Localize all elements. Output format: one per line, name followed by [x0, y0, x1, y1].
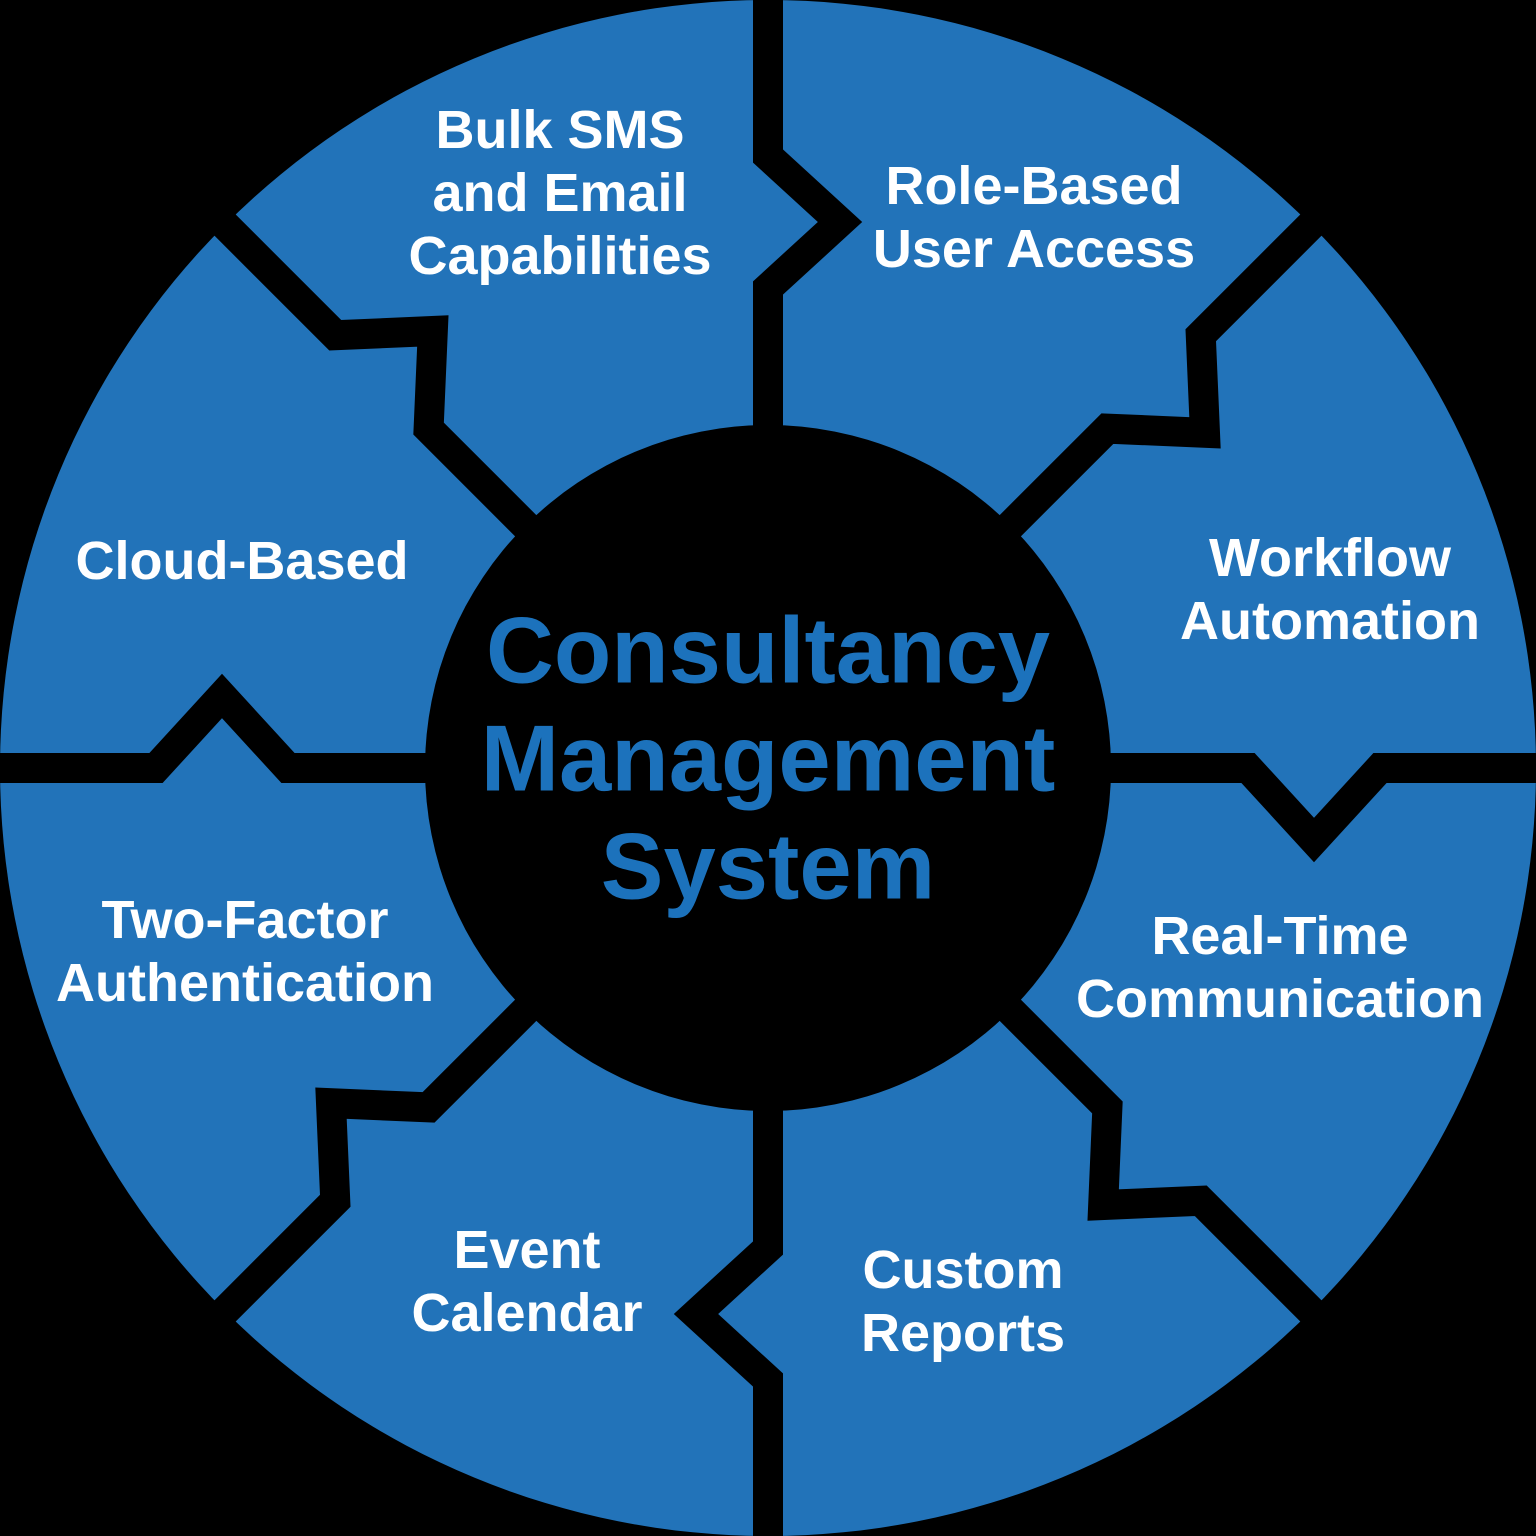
segment-cloud-based: Cloud-Based — [75, 531, 408, 591]
center-title-line-2: Management — [481, 706, 1056, 811]
segment-label-line: Communication — [1076, 969, 1484, 1029]
segment-label-line: Real-Time — [1151, 906, 1408, 966]
segment-real-time-communication: Real-Time Communication — [1076, 906, 1484, 1029]
segment-role-based-user-access: Role-Based User Access — [873, 156, 1195, 279]
center-title-line-1: Consultancy — [486, 598, 1050, 703]
segment-label-line: Role-Based — [885, 156, 1182, 216]
segment-custom-reports: Custom Reports — [861, 1240, 1065, 1363]
segment-label-line: Workflow — [1209, 528, 1452, 588]
center-title: Consultancy Management System — [481, 598, 1056, 919]
segment-label-line: Automation — [1180, 591, 1480, 651]
segment-two-factor-authentication: Two-Factor Authentication — [56, 890, 434, 1013]
segment-label-line: Bulk SMS — [435, 100, 684, 160]
segment-bulk-sms-email: Bulk SMS and Email Capabilities — [408, 100, 711, 286]
segment-label-line: Capabilities — [408, 226, 711, 286]
center-circle — [425, 425, 1111, 1111]
segment-label-line: User Access — [873, 219, 1195, 279]
center-title-line-3: System — [601, 814, 935, 919]
segment-label-line: Custom — [863, 1240, 1064, 1300]
segment-label-line: Event — [453, 1220, 600, 1280]
segment-workflow-automation: Workflow Automation — [1180, 528, 1480, 651]
segment-label-line: Authentication — [56, 953, 434, 1013]
segment-label-line: Cloud-Based — [75, 531, 408, 591]
segment-label-line: and Email — [432, 163, 687, 223]
segment-label-line: Calendar — [411, 1283, 642, 1343]
segment-label-line: Two-Factor — [102, 890, 389, 950]
segment-label-line: Reports — [861, 1303, 1065, 1363]
segment-event-calendar: Event Calendar — [411, 1220, 642, 1343]
